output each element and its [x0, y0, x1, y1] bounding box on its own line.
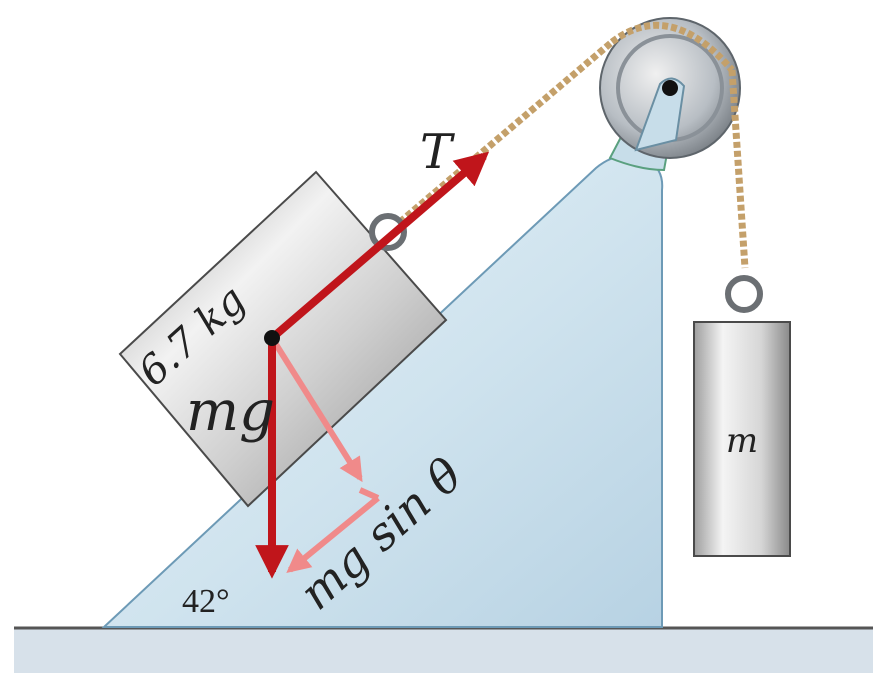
angle-label: 42°	[182, 583, 230, 620]
tension-arrow	[269, 151, 490, 342]
tension-label: T	[420, 124, 455, 180]
weight-label: mg	[186, 379, 275, 444]
hanging-mass-ring	[725, 275, 763, 313]
pulley	[599, 17, 741, 159]
rope-over-pulley	[609, 21, 735, 73]
center-of-mass-dot	[264, 330, 280, 346]
pulley-axle	[662, 80, 678, 96]
floor	[14, 628, 873, 673]
block-ring	[369, 213, 407, 251]
component-guide-line	[358, 487, 380, 501]
force-normal-component-arrow	[269, 336, 363, 483]
hanging-mass-label: m	[726, 421, 758, 461]
rope-hanging	[728, 69, 749, 269]
rope-incline	[397, 39, 615, 225]
force-parallel-component-arrow	[286, 495, 380, 574]
hanging-mass: m	[693, 275, 791, 557]
